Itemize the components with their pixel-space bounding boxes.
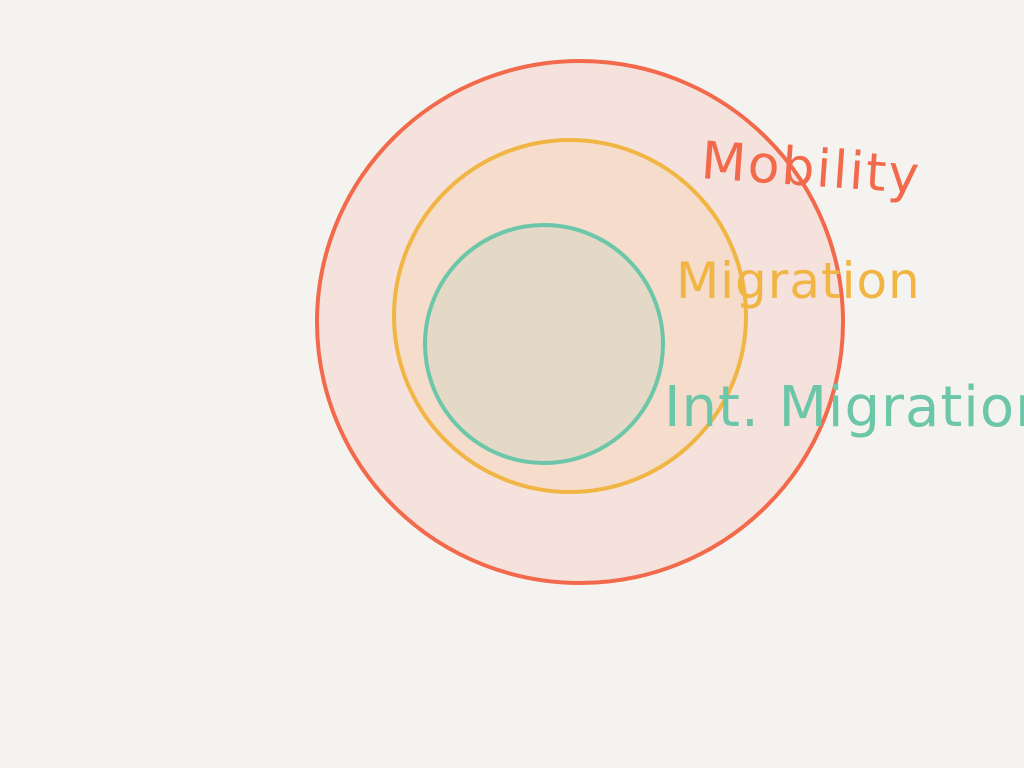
int-migration-label: Int. Migration xyxy=(664,375,1024,440)
int-migration-circle xyxy=(423,223,665,465)
migration-label: Migration xyxy=(676,252,921,310)
